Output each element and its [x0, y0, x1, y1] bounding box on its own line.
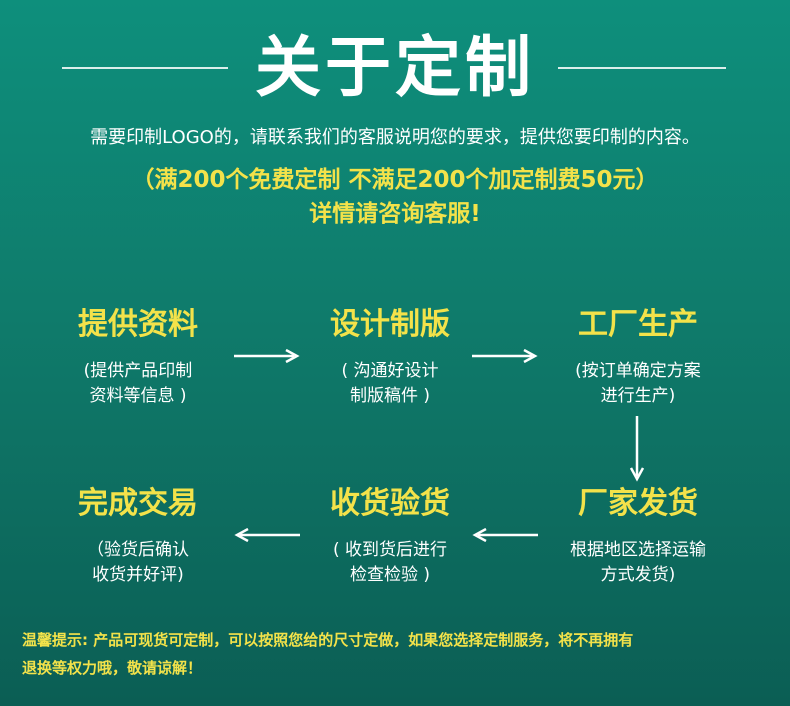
step-design-plate: 设计制版 ( 沟通好设计 制版稿件 )	[290, 305, 490, 409]
step-desc-line: 方式发货)	[600, 565, 676, 585]
step-desc-line: 根据地区选择运输	[570, 540, 706, 560]
step-desc-line: (提供产品印制	[83, 361, 193, 381]
step-title: 设计制版	[330, 307, 450, 342]
step-description: 根据地区选择运输 方式发货)	[538, 538, 738, 588]
intro-text: 需要印制LOGO的，请联系我们的客服说明您的要求，提供您要印制的内容。	[90, 127, 700, 148]
title-row: 关于定制	[0, 28, 790, 108]
arrow-right-icon	[234, 349, 300, 363]
step-desc-line: （验货后确认	[87, 540, 189, 560]
step-title: 完成交易	[78, 486, 198, 521]
step-description: ( 沟通好设计 制版稿件 )	[290, 359, 490, 409]
step-title: 厂家发货	[578, 486, 698, 521]
page-title: 关于定制	[255, 29, 535, 106]
step-factory-shipping: 厂家发货 根据地区选择运输 方式发货)	[538, 484, 738, 588]
arrow-right-icon	[472, 349, 538, 363]
step-description: (按订单确定方案 进行生产)	[538, 359, 738, 409]
title-divider-left	[62, 67, 228, 69]
arrow-down-icon	[630, 416, 644, 482]
promo-block: （满200个免费定制 不满足200个加定制费50元） 详情请咨询客服!	[0, 163, 790, 231]
step-factory-production: 工厂生产 (按订单确定方案 进行生产)	[538, 305, 738, 409]
step-title: 提供资料	[78, 307, 198, 342]
step-description: （验货后确认 收货并好评)	[38, 538, 238, 588]
note-line-1: 温馨提示: 产品可现货可定制，可以按照您给的尺寸定做，如果您选择定制服务，将不再…	[22, 631, 634, 649]
arrow-left-icon	[234, 528, 300, 542]
step-desc-line: 检查检验 )	[349, 565, 431, 585]
title-divider-right	[558, 67, 726, 69]
step-description: ( 收到货后进行 检查检验 )	[290, 538, 490, 588]
warm-tip-note: 温馨提示: 产品可现货可定制，可以按照您给的尺寸定做，如果您选择定制服务，将不再…	[22, 626, 772, 682]
step-desc-line: 进行生产)	[600, 386, 676, 406]
step-desc-line: ( 沟通好设计	[341, 361, 439, 381]
note-line-2: 退换等权力哦，敬请谅解！	[22, 659, 203, 677]
step-receive-inspect: 收货验货 ( 收到货后进行 检查检验 )	[290, 484, 490, 588]
step-desc-line: 资料等信息 )	[89, 386, 187, 406]
arrow-left-icon	[472, 528, 538, 542]
step-complete-transaction: 完成交易 （验货后确认 收货并好评)	[38, 484, 238, 588]
step-desc-line: ( 收到货后进行	[332, 540, 448, 560]
step-description: (提供产品印制 资料等信息 )	[38, 359, 238, 409]
promo-line-1: （满200个免费定制 不满足200个加定制费50元）	[131, 167, 659, 193]
step-title: 工厂生产	[578, 307, 698, 342]
promo-line-2: 详情请咨询客服!	[309, 201, 481, 227]
step-title: 收货验货	[330, 486, 450, 521]
step-desc-line: 制版稿件 )	[349, 386, 431, 406]
step-provide-materials: 提供资料 (提供产品印制 资料等信息 )	[38, 305, 238, 409]
step-desc-line: (按订单确定方案	[575, 361, 701, 381]
step-desc-line: 收货并好评)	[92, 565, 184, 585]
